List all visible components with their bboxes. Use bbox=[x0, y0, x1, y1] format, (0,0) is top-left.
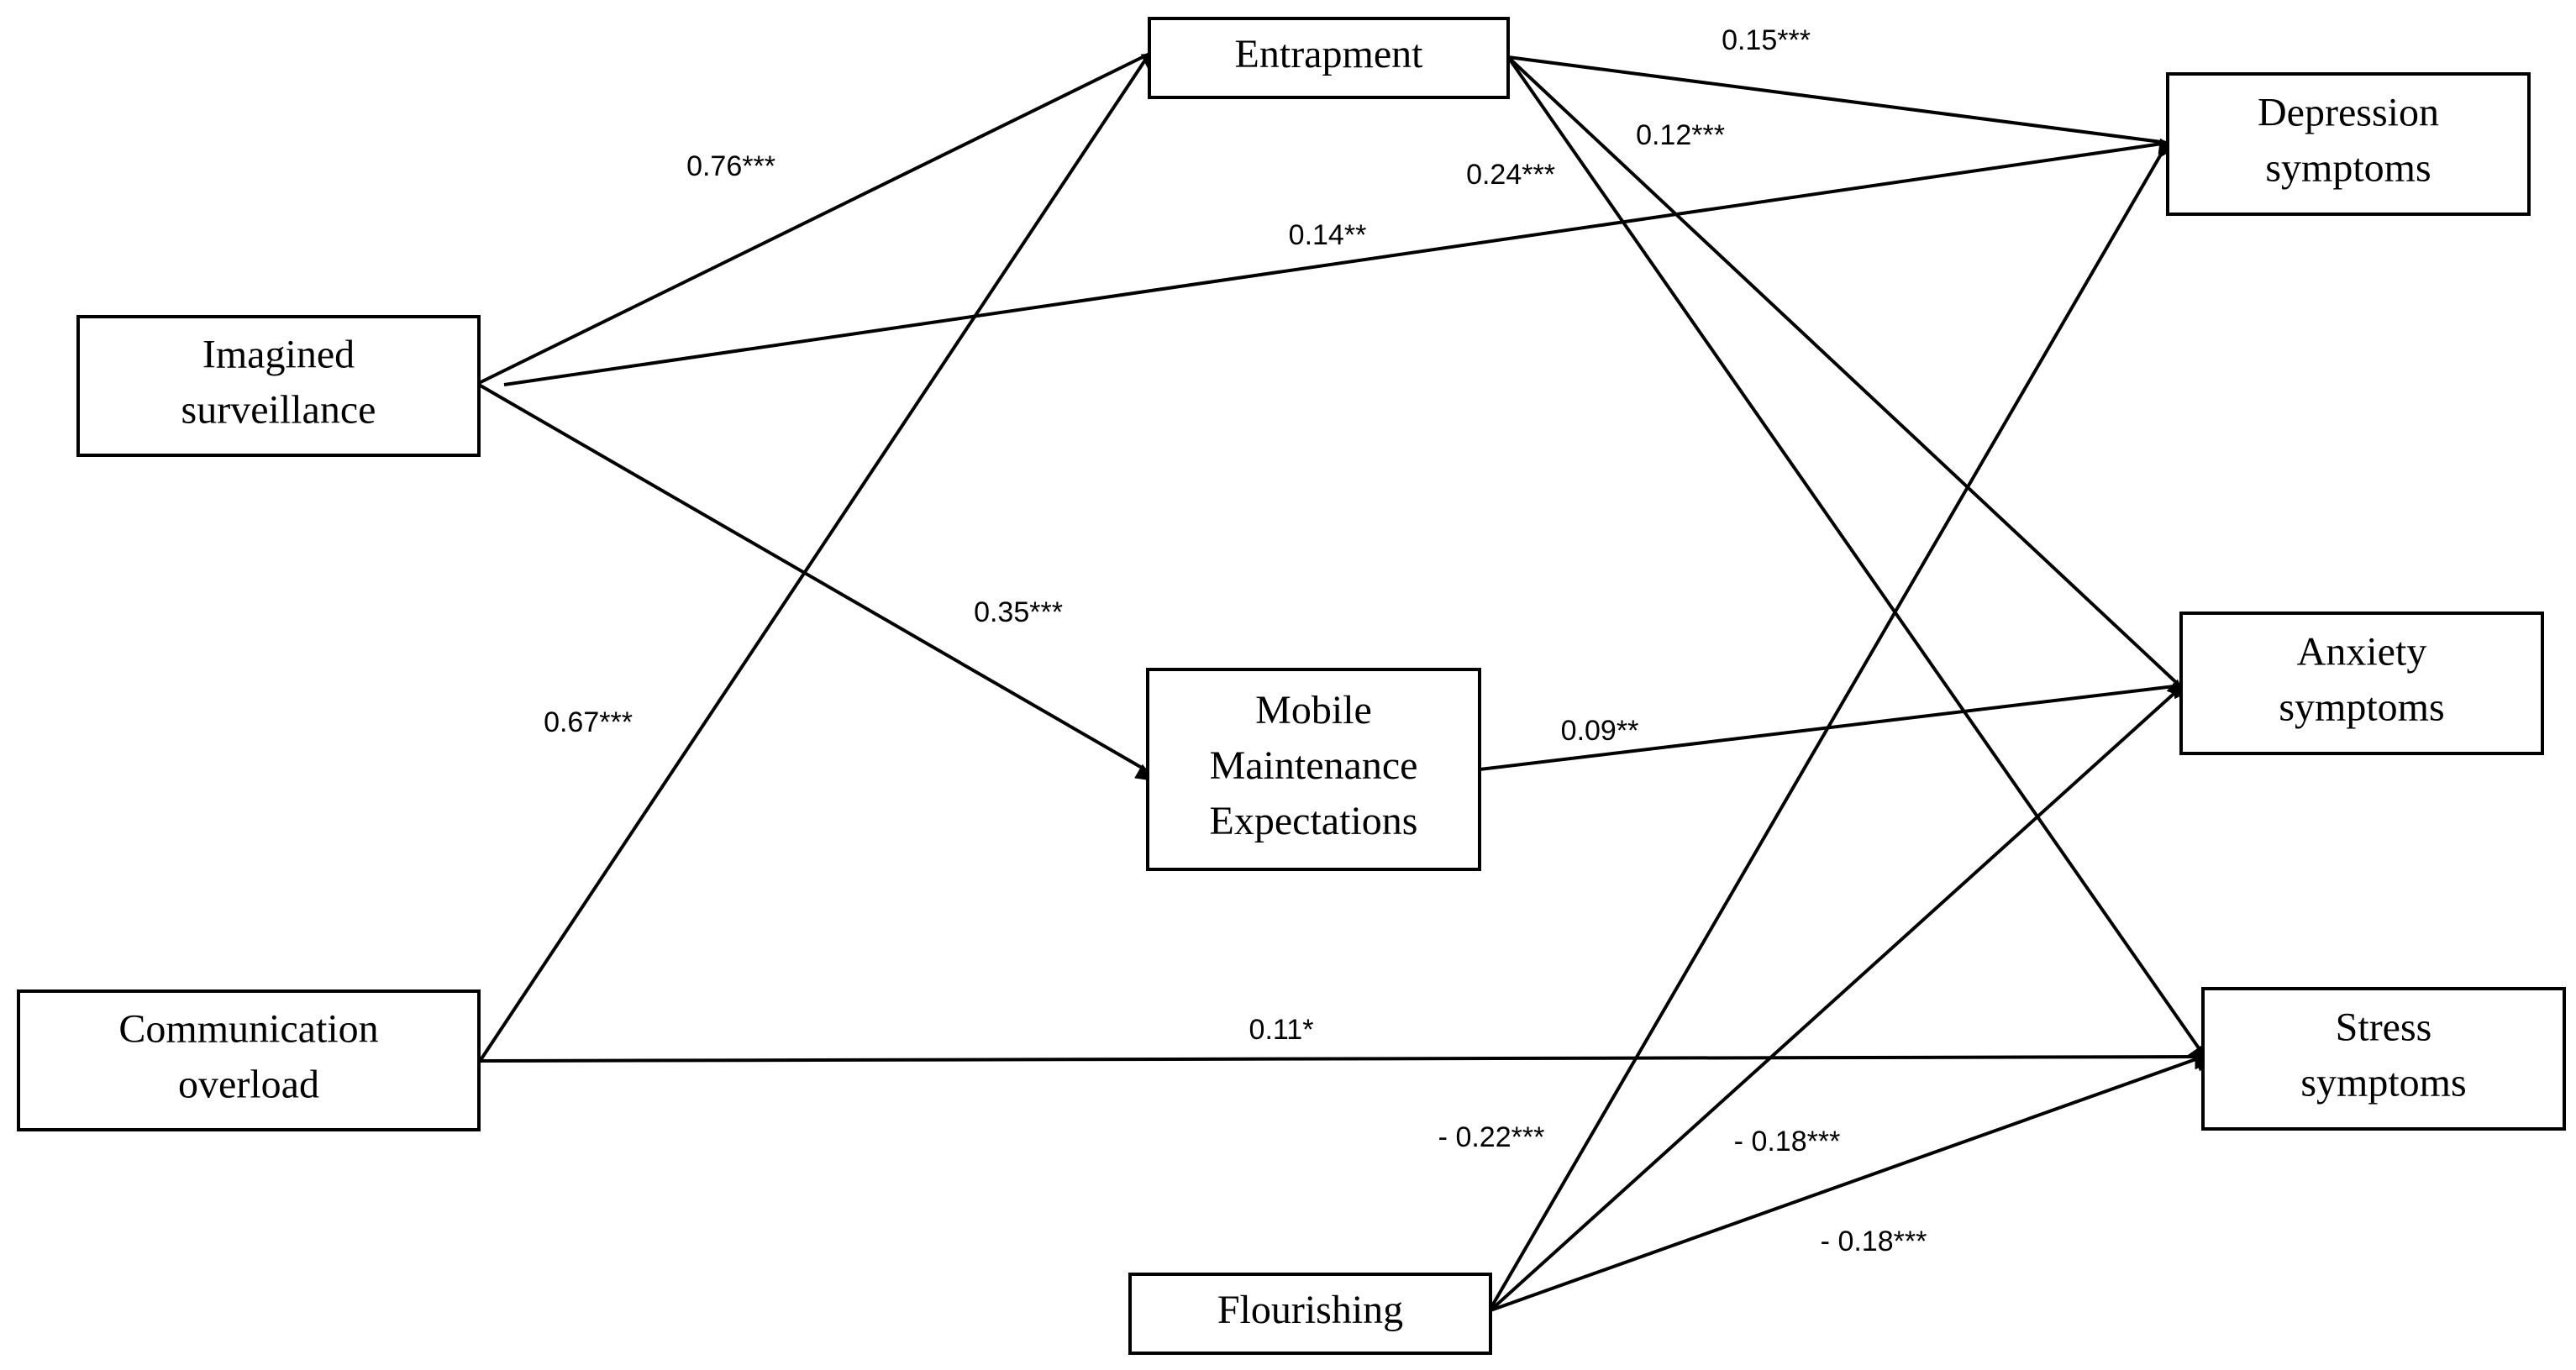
node-box bbox=[1146, 668, 1481, 871]
node-label-line: Maintenance bbox=[1210, 743, 1418, 788]
node-label-line: Depression bbox=[2258, 91, 2439, 135]
node-label-line: symptoms bbox=[2300, 1061, 2466, 1105]
node-label-line: symptoms bbox=[2265, 146, 2431, 191]
node-depression: Depression symptoms bbox=[2166, 72, 2531, 216]
node-label-line: overload bbox=[178, 1063, 319, 1107]
node-anxiety: Anxiety symptoms bbox=[2179, 612, 2544, 755]
path-arrow-mobile-maintenance-to-anxiety bbox=[1479, 683, 2195, 771]
node-label-line: symptoms bbox=[2279, 685, 2444, 730]
path-arrow-communication-overload-to-entrapment bbox=[477, 46, 1160, 1064]
node-flourishing: Flourishing bbox=[1128, 1273, 1492, 1355]
node-box bbox=[76, 315, 481, 457]
path-coefficient-flourishing-to-stress: - 0.18*** bbox=[1821, 1226, 1927, 1257]
node-entrapment: Entrapment bbox=[1148, 17, 1510, 99]
paths-layer bbox=[477, 46, 2216, 1312]
path-arrow-entrapment-to-stress bbox=[1506, 55, 2206, 1068]
node-label-line: Expectations bbox=[1210, 799, 1418, 843]
node-label-line: Flourishing bbox=[1217, 1288, 1403, 1332]
path-coefficient-flourishing-to-depression: - 0.22*** bbox=[1438, 1121, 1545, 1153]
path-coefficient-imagined-surveillance-to-entrapment: 0.76*** bbox=[686, 150, 775, 182]
path-arrow-imagined-surveillance-to-mobile-maintenance bbox=[477, 383, 1156, 782]
node-box bbox=[2201, 987, 2566, 1131]
path-coefficient-mobile-maintenance-to-anxiety: 0.09** bbox=[1561, 715, 1639, 747]
node-box bbox=[2166, 72, 2531, 216]
node-label-line: Anxiety bbox=[2297, 630, 2427, 675]
path-coefficient-flourishing-to-anxiety: - 0.18*** bbox=[1734, 1126, 1841, 1157]
node-stress: Stress symptoms bbox=[2201, 987, 2566, 1131]
path-arrow-imagined-surveillance-to-entrapment bbox=[478, 52, 1163, 385]
path-arrow-communication-overload-to-stress bbox=[478, 1053, 2216, 1070]
path-coefficient-communication-overload-to-stress: 0.11* bbox=[1249, 1014, 1314, 1046]
node-imagined-surveillance: Imagined surveillance bbox=[76, 315, 481, 457]
node-label-line: Imagined bbox=[202, 333, 355, 377]
node-label-line: Entrapment bbox=[1235, 32, 1424, 76]
path-coefficient-communication-overload-to-entrapment: 0.67*** bbox=[544, 706, 633, 738]
path-arrow-flourishing-to-anxiety bbox=[1489, 682, 2194, 1312]
node-box bbox=[17, 989, 481, 1131]
path-coefficient-imagined-surveillance-to-mobile-maintenance: 0.35*** bbox=[974, 596, 1063, 628]
node-label-line: Stress bbox=[2336, 1005, 2432, 1050]
path-coefficient-entrapment-to-anxiety: 0.12*** bbox=[1636, 119, 1725, 151]
node-communication-overload: Communication overload bbox=[17, 989, 481, 1131]
path-arrow-entrapment-to-anxiety bbox=[1506, 55, 2187, 699]
coefficient-labels-layer: 0.76*** 0.14** 0.35*** 0.67*** 0.11* 0.15*** 0… bbox=[544, 24, 1927, 1257]
path-arrow-entrapment-to-depression bbox=[1507, 55, 2179, 155]
path-coefficient-entrapment-to-depression: 0.15*** bbox=[1722, 24, 1811, 56]
node-label-line: Mobile bbox=[1255, 688, 1372, 732]
node-box bbox=[2179, 612, 2544, 755]
node-box bbox=[1128, 1273, 1492, 1355]
node-box bbox=[1148, 17, 1510, 99]
path-arrow-flourishing-to-stress bbox=[1490, 1055, 2216, 1312]
node-label-line: surveillance bbox=[181, 388, 376, 433]
node-label-line: Communication bbox=[118, 1007, 378, 1052]
path-coefficient-imagined-surveillance-to-depression: 0.14** bbox=[1289, 219, 1367, 251]
path-coefficient-entrapment-to-stress: 0.24*** bbox=[1466, 159, 1555, 191]
path-arrow-imagined-surveillance-to-depression bbox=[503, 140, 2181, 386]
path-arrow-flourishing-to-depression bbox=[1489, 134, 2179, 1310]
